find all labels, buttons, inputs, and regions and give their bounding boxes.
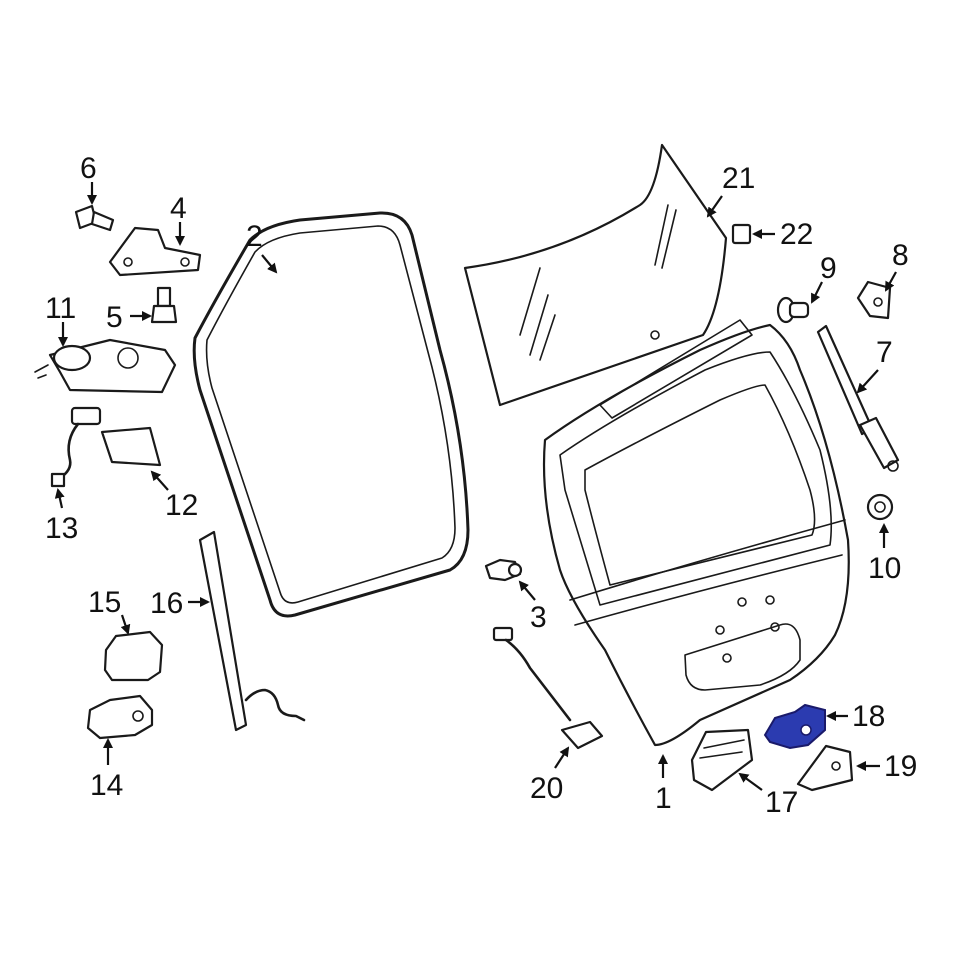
weatherstrip-part[interactable] bbox=[192, 211, 470, 618]
bracket-8-part[interactable] bbox=[856, 280, 892, 320]
lift-support-strut-part[interactable] bbox=[816, 324, 900, 472]
callout-17: 17 bbox=[765, 786, 798, 819]
callout-14: 14 bbox=[90, 769, 123, 802]
cable-20-part[interactable] bbox=[492, 626, 604, 750]
ball-stud-10-part[interactable] bbox=[866, 493, 894, 521]
callout-6: 6 bbox=[80, 152, 97, 185]
striker-19-part[interactable] bbox=[796, 744, 854, 792]
callout-21: 21 bbox=[722, 162, 755, 195]
callout-22: 22 bbox=[780, 218, 813, 251]
harness-13-part[interactable] bbox=[50, 406, 102, 488]
rod-16-part[interactable] bbox=[198, 530, 306, 732]
stopper-part[interactable] bbox=[484, 558, 523, 582]
callout-5: 5 bbox=[106, 301, 123, 334]
lock-17-part[interactable] bbox=[690, 728, 754, 792]
glass-clip-part[interactable] bbox=[731, 223, 752, 245]
callout-7: 7 bbox=[876, 336, 893, 369]
callout-10: 10 bbox=[868, 552, 901, 585]
latch-18-highlighted-part[interactable] bbox=[763, 703, 826, 750]
ball-stud-9-part[interactable] bbox=[776, 296, 810, 324]
callout-16: 16 bbox=[150, 587, 183, 620]
callout-1: 1 bbox=[655, 782, 672, 815]
callout-8: 8 bbox=[892, 239, 909, 272]
liftgate-panel-part[interactable] bbox=[542, 319, 850, 747]
pad-12-part[interactable] bbox=[100, 426, 162, 467]
callout-18: 18 bbox=[852, 700, 885, 733]
callout-4: 4 bbox=[170, 192, 187, 225]
cover-15-part[interactable] bbox=[103, 630, 164, 682]
hinge-part[interactable] bbox=[108, 226, 202, 277]
lock-actuator-part[interactable] bbox=[34, 338, 177, 394]
callout-3: 3 bbox=[530, 601, 547, 634]
callout-19: 19 bbox=[884, 750, 917, 783]
callout-2: 2 bbox=[246, 220, 263, 253]
back-glass-part[interactable] bbox=[463, 143, 728, 407]
bolt-5-part[interactable] bbox=[150, 286, 178, 324]
bolt-6-part[interactable] bbox=[74, 204, 115, 232]
callout-arrows bbox=[54, 182, 897, 791]
callout-9: 9 bbox=[820, 252, 837, 285]
callout-15: 15 bbox=[88, 586, 121, 619]
callout-13: 13 bbox=[45, 512, 78, 545]
latch-14-part[interactable] bbox=[86, 694, 154, 740]
callout-11: 11 bbox=[45, 292, 76, 325]
callout-20: 20 bbox=[530, 772, 563, 805]
callout-12: 12 bbox=[165, 489, 198, 522]
callout-labels: 6 4 5 11 12 13 15 14 16 2 3 20 1 17 18 1… bbox=[45, 152, 917, 819]
